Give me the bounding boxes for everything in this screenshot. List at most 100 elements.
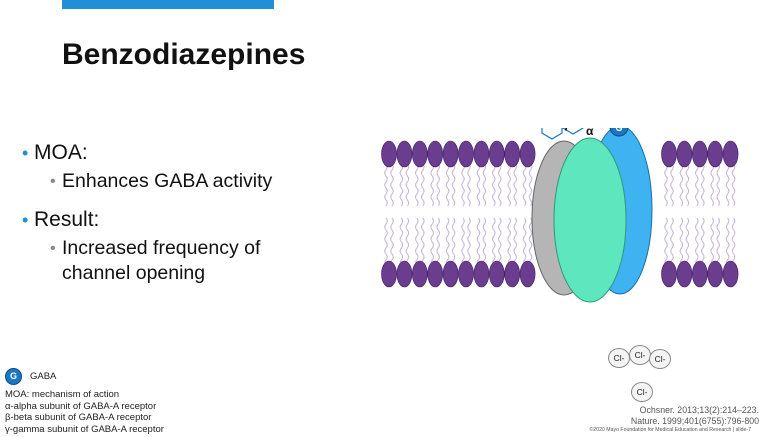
lipid-tail [670,217,674,263]
sub-bullet-result: Increased frequency of channel opening [20,236,350,286]
lipid-head [691,140,708,168]
legend-gaba-row: G GABA [5,368,164,385]
lipid-head [707,260,724,288]
lipid-head [519,260,536,288]
lipid-head [489,260,505,288]
lipid-tail [679,163,684,207]
benzodiazepine-ring-right [562,128,584,135]
lipid-tail [498,163,502,207]
copyright-text: ©2020 Mayo Foundation for Medical Educat… [589,427,732,433]
lipid-tail [522,217,527,263]
lipid-tail [445,217,450,263]
lipid-head [707,140,724,168]
lipid-tail [716,163,720,207]
lipid-head [458,260,474,288]
lipid-tail [513,217,517,263]
lipid-head [411,260,428,288]
lipid-head [676,140,693,168]
lipid-tail [467,163,471,207]
legend-line-moa: MOA: mechanism of action [5,389,120,400]
lipid-tail [436,217,440,263]
lipid-head [489,140,505,168]
legend-line-alpha: α-alpha subunit of GABA-A receptor [5,400,157,412]
lipid-tail [436,163,440,207]
lipid-head [458,140,474,168]
lipid-tail [399,163,404,207]
footer: ©2020 Mayo Foundation for Medical Educat… [589,427,751,433]
reference-2: Nature. 1999;401(6755):796-800 [630,416,759,426]
lipid-head [427,260,444,288]
chloride-ions: Cl- Cl- Cl- Cl- [600,342,680,402]
legend-line-beta: β-beta subunit of GABA-A receptor [5,412,152,423]
lipid-tail [725,217,730,263]
lipid-tail [685,163,690,207]
legend-line-gamma: γ-gamma subunit of GABA-A receptor [5,423,164,435]
bullet-moa: MOA: [20,140,350,166]
lipid-heads-right [661,140,739,288]
lipid-tail [498,217,502,263]
lipid-tail [415,163,419,207]
gaba-icon: G [5,368,22,385]
slide-number: slide-7 [735,427,751,433]
sub-bullet-result-line-2: channel opening [62,262,206,284]
lipid-head [442,140,459,168]
lipid-tail [731,217,736,263]
lipid-tail [716,217,720,263]
reference-1: Ochsner. 2013;13(2):214–223. [639,405,759,415]
lipid-tail [430,163,434,207]
lipid-tail [482,163,487,207]
lipid-tail [507,217,511,263]
top-accent-bar [62,0,274,9]
lipid-head [676,260,693,288]
sub-bullet-moa: Enhances GABA activity [20,169,350,194]
lipid-tail [679,217,684,263]
lipid-head [473,260,490,288]
lipid-tail [390,217,394,263]
lipid-head [661,260,677,288]
gaba-molecule [609,128,629,137]
footer-separator: | [732,427,735,433]
lipid-tail [421,217,425,263]
gaba-a-receptor-membrane-diagram: γ α G [381,128,739,303]
lipid-head [722,260,739,288]
lipid-tail [695,163,699,207]
chloride-ion: Cl- [649,349,671,369]
chloride-ion: Cl- [608,348,630,368]
legend: G GABA MOA: mechanism of action α-alpha … [5,368,164,435]
lipid-tail [492,217,496,263]
lipid-tail [390,163,394,207]
lipid-head [396,260,413,288]
lipid-tail [405,217,410,263]
lipid-tail [522,163,527,207]
lipid-tail [695,217,699,263]
lipid-head [411,140,428,168]
alpha-subunit [553,137,627,303]
alpha-label: α [586,128,594,138]
references: Ochsner. 2013;13(2):214–223. Nature. 199… [631,405,759,427]
lipid-tail [476,217,481,263]
lipid-heads-left [381,140,536,288]
lipid-tail [461,217,465,263]
lipid-head [442,260,459,288]
chloride-ion: Cl- [629,345,651,365]
lipid-tail [528,217,533,263]
lipid-tail [476,163,481,207]
lipid-head [691,260,708,288]
lipid-tail [528,163,533,207]
lipid-head [504,140,520,168]
lipid-tail [451,163,456,207]
lipid-tail [664,217,668,263]
lipid-tail [415,217,419,263]
lipid-tail [507,163,511,207]
lipid-tail [710,217,714,263]
lipid-head [504,260,520,288]
lipid-head [381,140,397,168]
lipid-tails-right [664,163,736,263]
lipid-head [473,140,490,168]
lipid-tail [482,217,487,263]
lipid-tail [701,163,705,207]
lipid-tail [710,163,714,207]
lipid-tail [731,163,736,207]
bullet-list: MOA: Enhances GABA activity Result: Incr… [20,138,350,286]
